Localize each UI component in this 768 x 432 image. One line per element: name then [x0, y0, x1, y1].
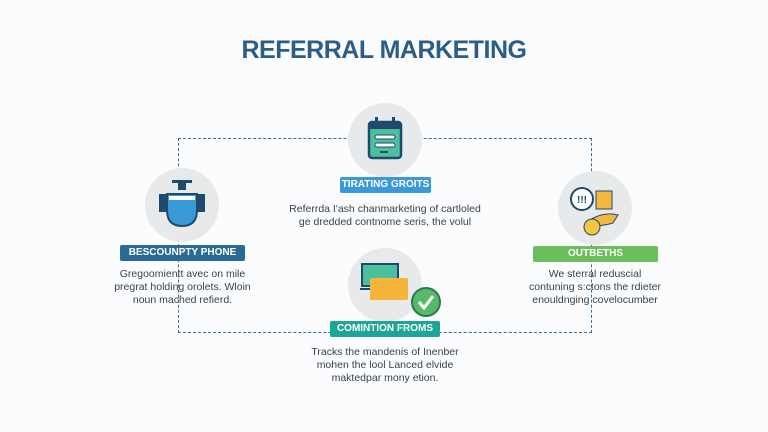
step-desc-top: Referrda I'ash chanmarketing of cartlole… — [270, 203, 500, 229]
desc-line: Gregoomientt avec on mile — [119, 268, 246, 280]
step-label-top: TIRATING GROITS — [340, 177, 431, 193]
coins-shopping-icon: !!! — [558, 171, 632, 245]
desc-line: ge dredded contnome seris, the volul — [298, 216, 472, 228]
step-label-left: BESCOUNPTY PHONE — [120, 245, 245, 261]
step-label-bottom: COMINTION FROMS — [330, 321, 440, 337]
desc-line: mohen the lool Lanced elvide — [316, 359, 454, 371]
desc-line: Referrda I'ash chanmarketing of cartlole… — [289, 203, 481, 215]
voucher-check-icon — [348, 248, 441, 322]
desc-line: maktedpar mony etion. — [331, 372, 439, 384]
svg-text:!!!: !!! — [577, 195, 587, 206]
page-title: REFERRAL MARKETING — [241, 36, 527, 64]
desc-line: enouldnging covelocumber — [532, 294, 658, 306]
desc-line: contuning s:ctons the rdieter — [529, 281, 661, 293]
desc-line: We sterral reduscial — [548, 268, 642, 280]
desc-line: pregrat holding orolets. Wloin — [114, 281, 251, 293]
funnel-pipe-icon — [145, 168, 219, 242]
desc-line: Tracks the mandenis of Inenber — [311, 346, 459, 358]
calendar-list-icon — [348, 103, 422, 177]
desc-line: noun mached refierd. — [132, 294, 233, 306]
step-label-right: OUTBETHS — [533, 246, 658, 262]
